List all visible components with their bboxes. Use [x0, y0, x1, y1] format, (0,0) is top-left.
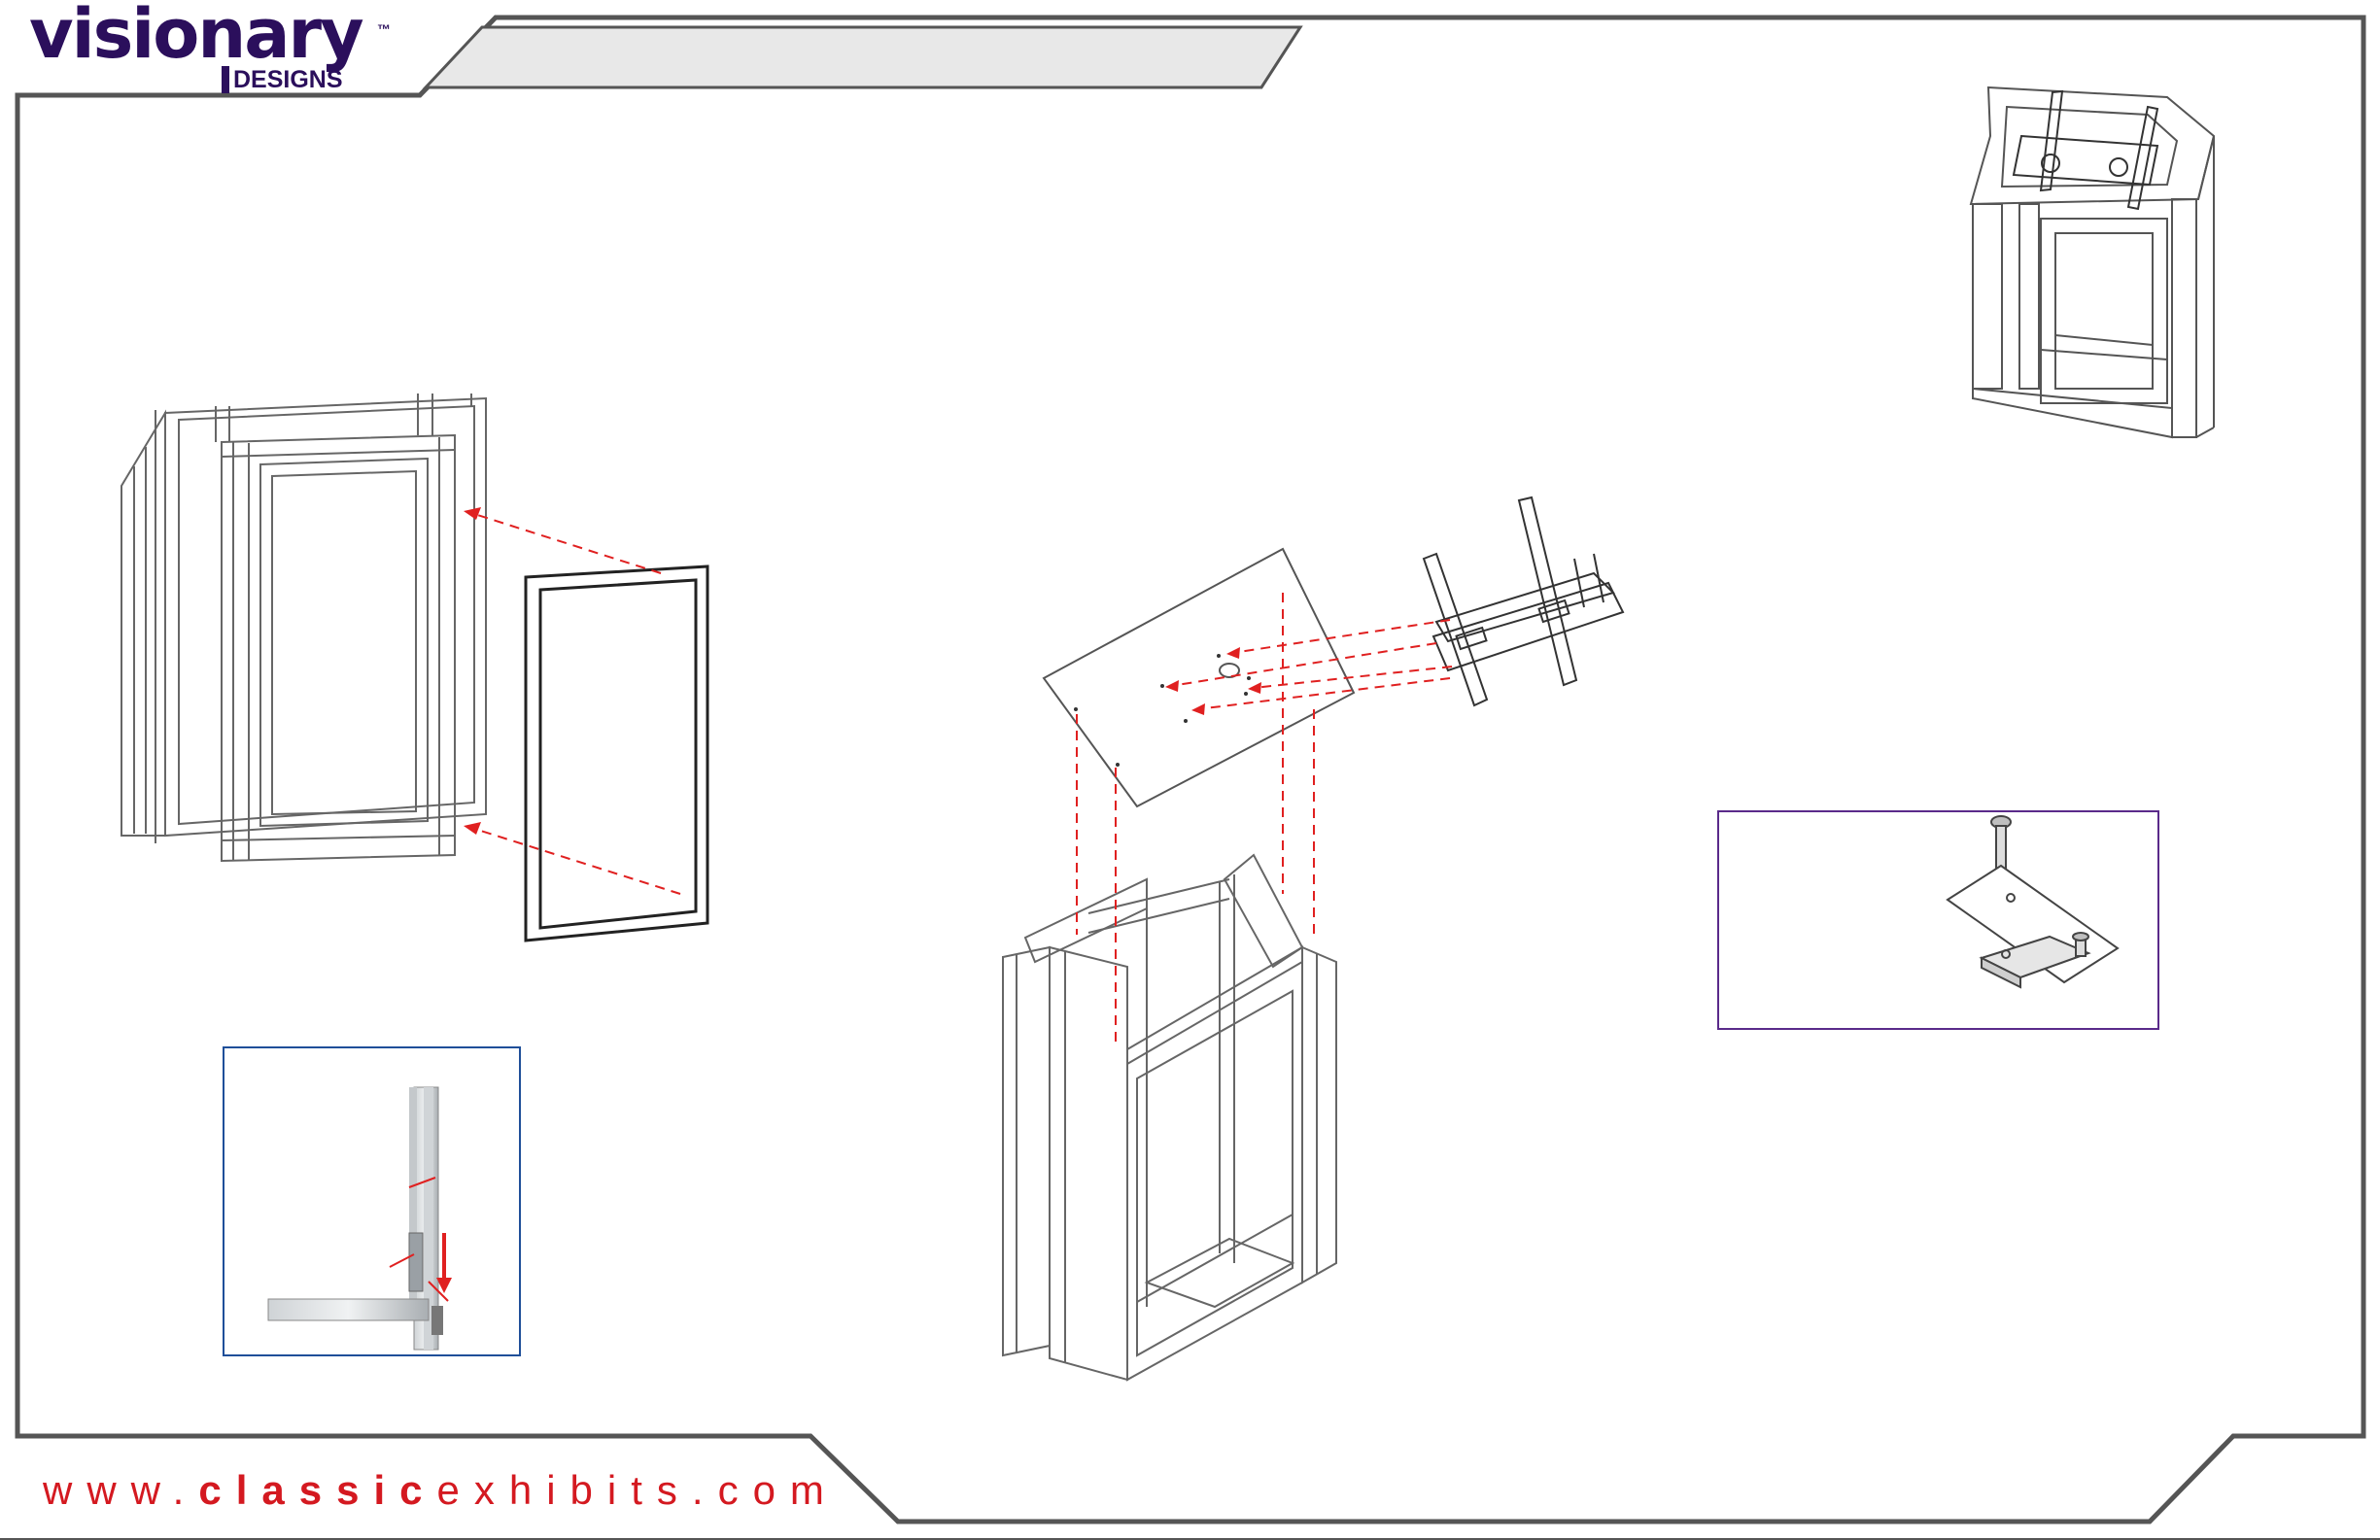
hardware-detail-figure: [1719, 812, 2157, 1028]
hardware-detail-inset: [1717, 810, 2159, 1030]
